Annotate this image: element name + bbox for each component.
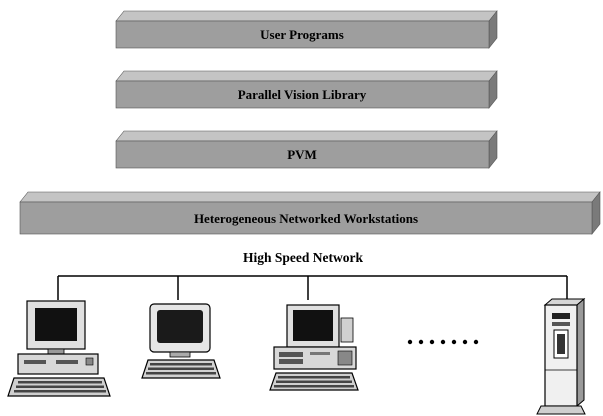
ellipsis-more-machines	[407, 339, 479, 345]
layer-user-programs: User Programs	[115, 10, 498, 49]
pc-tower-computer-icon	[269, 304, 359, 391]
network-bus	[57, 275, 568, 300]
desktop-computer-icon	[7, 300, 111, 397]
layer-parallel-vision-library: Parallel Vision Library	[115, 70, 498, 109]
network-label: High Speed Network	[243, 250, 363, 265]
layer-label-pvm: PVM	[287, 147, 317, 162]
layer-label-parallel-vision-library: Parallel Vision Library	[238, 87, 367, 102]
terminal-computer-icon	[141, 303, 221, 379]
server-tower-icon	[536, 297, 586, 415]
layer-label-heterogeneous-workstations: Heterogeneous Networked Workstations	[194, 211, 418, 226]
layer-heterogeneous-workstations: Heterogeneous Networked Workstations	[19, 191, 601, 235]
layer-pvm: PVM	[115, 130, 498, 169]
layer-label-user-programs: User Programs	[260, 27, 344, 42]
